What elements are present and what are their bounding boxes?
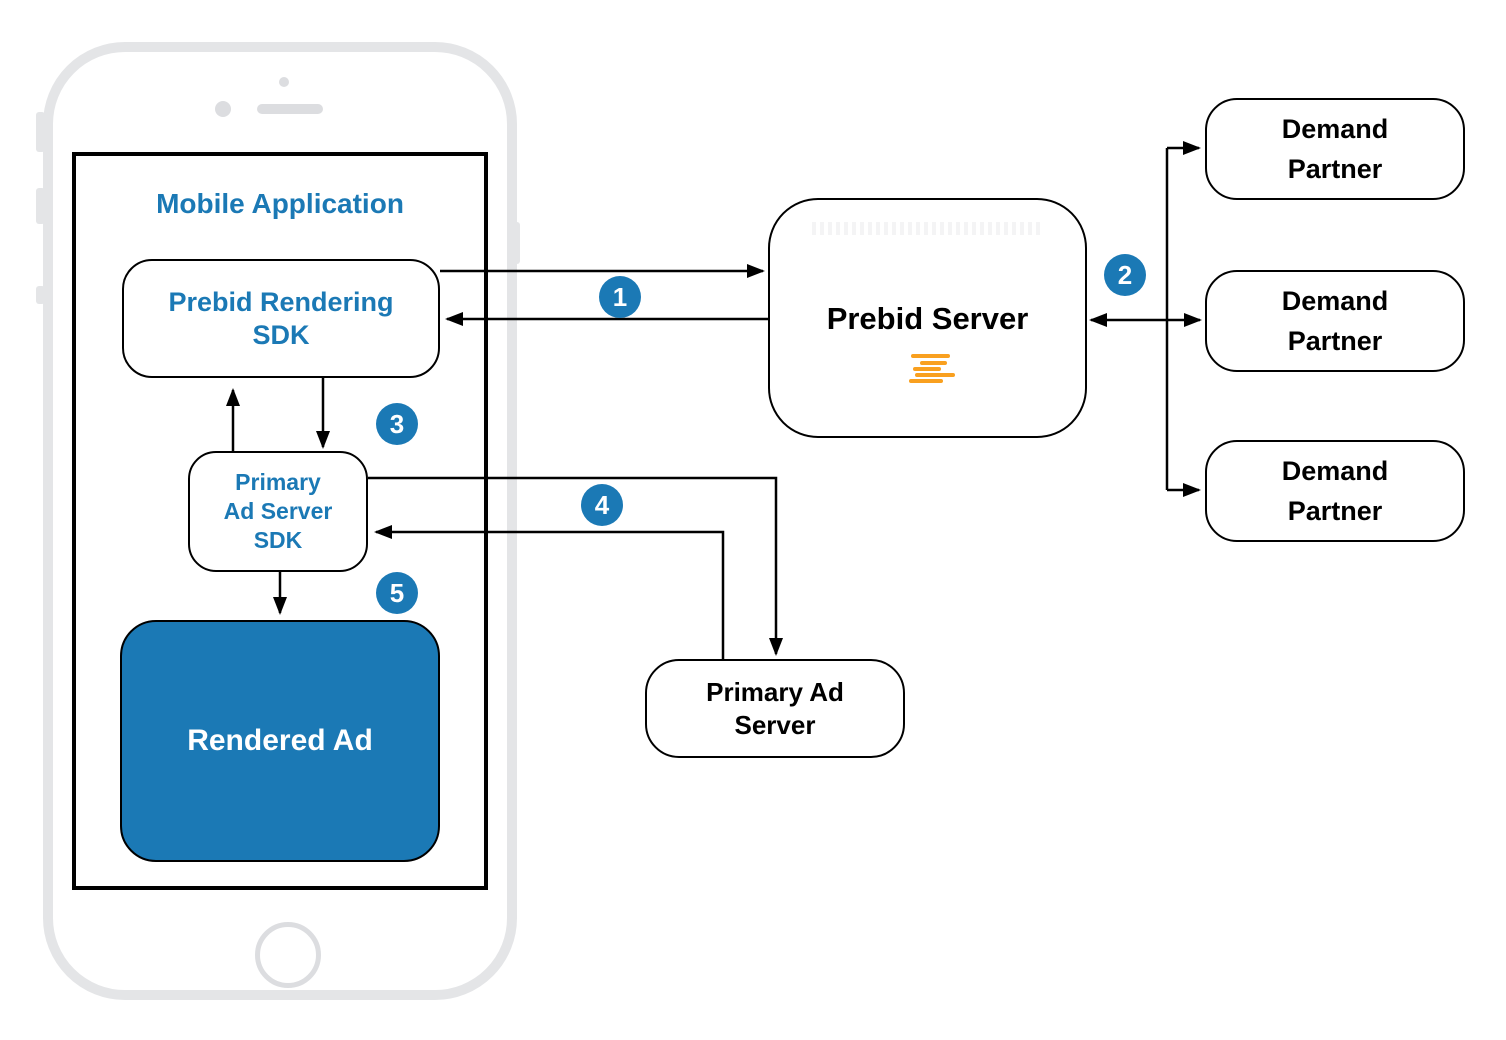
step-badge-1: 1 [599,276,641,318]
step-badge-2: 2 [1104,254,1146,296]
prebid-server-label: Prebid Server [826,301,1029,336]
earpiece-speaker-icon [257,104,323,114]
node-prebid-server: Prebid Server [768,198,1087,438]
primary-ad-server-sdk-label: Primary Ad Server SDK [223,469,333,553]
node-demand-partner-2: Demand Partner [1205,270,1465,372]
demand-partner-label: Demand Partner [1281,114,1389,184]
prebid-rendering-sdk-label: Prebid Rendering SDK [168,286,394,350]
phone-mute-switch [36,112,45,152]
node-demand-partner-1: Demand Partner [1205,98,1465,200]
demand-partner-label: Demand Partner [1281,456,1389,526]
watermark-strip [812,222,1040,235]
step-badge-4: 4 [581,484,623,526]
node-demand-partner-3: Demand Partner [1205,440,1465,542]
phone-volume-down-button [36,286,45,304]
proximity-sensor-dot-icon [279,77,289,87]
mobile-application-title: Mobile Application [156,188,404,219]
node-primary-ad-server: Primary Ad Server [645,659,905,758]
phone-volume-up-button [36,188,45,224]
node-prebid-rendering-sdk: Prebid Rendering SDK [122,259,440,378]
demand-partner-label: Demand Partner [1281,286,1389,356]
rendered-ad-label: Rendered Ad [187,724,373,757]
prebid-logo-icon [907,353,957,385]
home-button-icon [255,922,321,988]
primary-ad-server-label: Primary Ad Server [706,676,844,740]
step-badge-5: 5 [376,572,418,614]
node-rendered-ad: Rendered Ad [120,620,440,862]
step-badge-3: 3 [376,403,418,445]
front-camera-icon [215,101,231,117]
node-primary-ad-server-sdk: Primary Ad Server SDK [188,451,368,572]
